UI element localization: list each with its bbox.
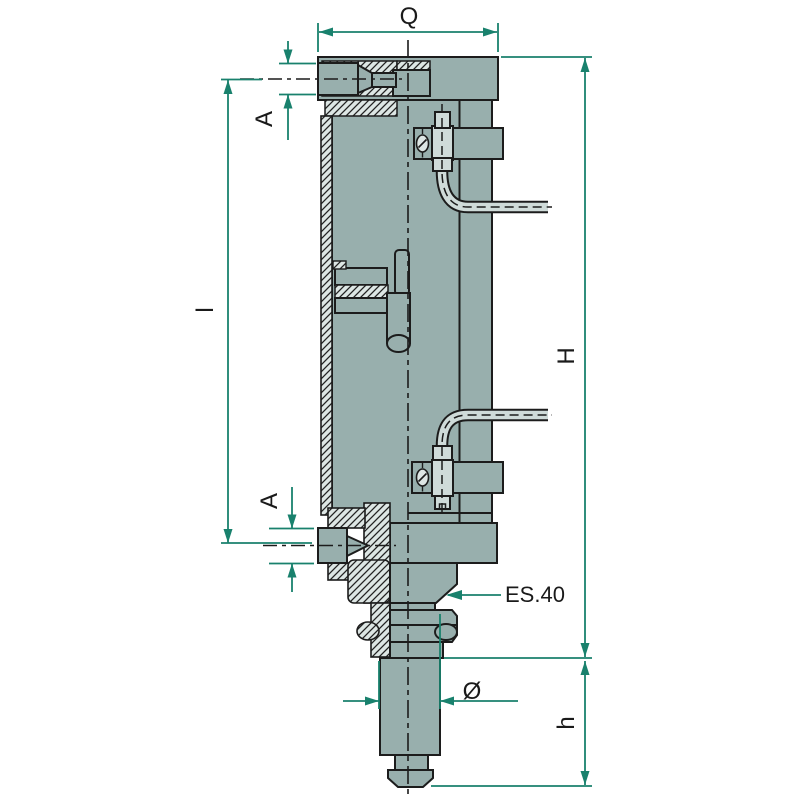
- arrow-l-top: [223, 80, 233, 94]
- leader-es40: [446, 590, 501, 600]
- cap-hatch-top-band: [396, 60, 431, 71]
- label-a-upper: A: [251, 111, 278, 127]
- label-q: Q: [400, 3, 419, 30]
- spindle-nose: [379, 562, 458, 788]
- arrow-h-bottom: [580, 643, 590, 657]
- dim-q: [317, 23, 499, 52]
- cap-inner-flange-hatch: [324, 99, 398, 117]
- clamp-lower-band: [334, 297, 389, 314]
- flange-hatch-upper: [327, 507, 366, 529]
- dim-h-lower: [431, 661, 592, 787]
- arrow-a-upper-bottom: [283, 94, 293, 109]
- dimensions: [221, 23, 592, 787]
- label-diameter: Ø: [463, 678, 482, 705]
- left-wall-hatch: [320, 115, 333, 516]
- arrow-hl-top: [580, 661, 590, 675]
- arrow-a-upper-top: [283, 49, 293, 64]
- arrow-dia-right: [440, 696, 454, 706]
- dim-a-lower: [269, 487, 314, 592]
- label-h-lower: h: [553, 716, 580, 729]
- quill-rod: [379, 657, 441, 756]
- arrow-dia-left: [365, 696, 379, 706]
- clamp-flange-plate: [334, 267, 388, 286]
- lower-pipe-centerline: [441, 414, 552, 512]
- nut-wing-right: [434, 623, 458, 641]
- upper-pipe-centerline: [441, 104, 552, 208]
- bottom-plate: [389, 522, 498, 564]
- upper-hydraulic-fitting: [413, 104, 552, 214]
- es40-taper: [389, 562, 458, 604]
- dimension-labels: Q A l H A h ES.40 Ø: [192, 3, 580, 730]
- drawbar-sleeve-cap: [386, 334, 411, 353]
- arrow-q-right: [483, 27, 497, 37]
- arrow-l-bottom: [223, 529, 233, 543]
- lower-screw-slot: [417, 472, 428, 483]
- arrow-h-top: [580, 58, 590, 72]
- drawbar-head-bore: [371, 72, 397, 88]
- arrow-a-lower-bottom: [287, 563, 297, 578]
- nose-cylinder: [389, 641, 444, 659]
- cap-bore-right: [392, 69, 431, 97]
- arrow-q-left: [319, 27, 333, 37]
- dim-h-overall: [444, 56, 592, 659]
- lower-hydraulic-fitting: [411, 408, 552, 512]
- label-l: l: [192, 307, 219, 312]
- drawbar-upper-rod: [394, 249, 410, 296]
- clamp-flange-lip-hatch: [332, 260, 347, 270]
- label-es40: ES.40: [505, 582, 565, 607]
- arrow-a-lower-top: [287, 514, 297, 529]
- nut-wing-left-hatch: [356, 621, 380, 641]
- clamp-hatch-band: [334, 284, 389, 299]
- arrow-es40: [446, 590, 462, 600]
- arrow-hl-bottom: [580, 771, 590, 785]
- flange-hatch-wide: [347, 559, 391, 604]
- taper-neck: [389, 602, 436, 611]
- label-h-overall: H: [553, 347, 580, 364]
- end-knob: [387, 769, 434, 788]
- internal-clamp-assembly: [332, 249, 411, 353]
- centerlines: [240, 40, 409, 797]
- rod-neck: [394, 754, 429, 771]
- dim-diameter: [343, 614, 518, 709]
- upper-screw-slot: [417, 138, 428, 149]
- lower-flange-assembly: [317, 502, 391, 658]
- label-a-lower: A: [256, 493, 283, 509]
- dim-a-upper: [279, 41, 316, 140]
- dim-l: [221, 78, 312, 544]
